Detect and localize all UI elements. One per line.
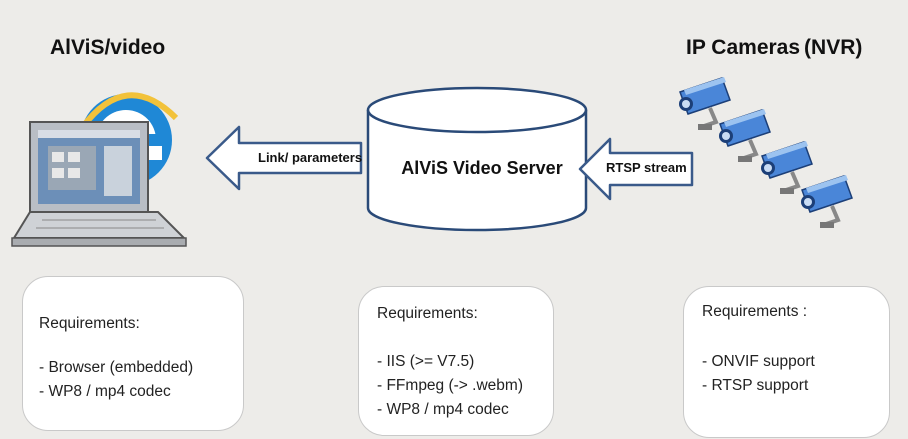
camera-requirements-box: Requirements : - ONVIF support - RTSP su…	[683, 286, 890, 438]
cameras-title: IP Cameras(NVR)	[686, 36, 862, 60]
camera-requirement-item: - ONVIF support	[702, 353, 815, 370]
server-requirement-item: - WP8 / mp4 codec	[377, 401, 509, 418]
server-requirement-item: - IIS (>= V7.5)	[377, 353, 475, 370]
camera-requirement-item: - RTSP support	[702, 377, 809, 394]
server-requirements-box: Requirements: - IIS (>= V7.5) - FFmpeg (…	[358, 286, 554, 436]
laptop-icon	[11, 92, 187, 247]
ip-camera-icon	[717, 107, 772, 164]
client-requirement-item: - WP8 / mp4 codec	[39, 383, 171, 400]
ip-camera-icon	[677, 75, 732, 132]
rtsp-arrow-label: RTSP stream	[606, 160, 687, 175]
ip-cameras-group	[677, 75, 854, 230]
client-requirement-item: - Browser (embedded)	[39, 359, 194, 376]
server-name: AlViS Video Server	[401, 158, 563, 178]
cameras-title-main: IP Cameras	[686, 36, 801, 59]
rtsp-arrow	[578, 137, 694, 201]
client-requirements-box: Requirements: - Browser (embedded) - WP8…	[22, 276, 244, 431]
cameras-title-suffix: (NVR)	[804, 36, 863, 59]
link-arrow	[205, 125, 363, 191]
server-cylinder-icon	[366, 86, 588, 232]
server-requirement-item: - FFmpeg (-> .webm)	[377, 377, 523, 394]
link-arrow-label: Link/ parameters	[258, 150, 363, 165]
ip-camera-icon	[759, 139, 814, 196]
client-requirements-title: Requirements:	[39, 315, 140, 332]
ip-camera-icon	[799, 173, 854, 230]
camera-requirements-title: Requirements :	[702, 303, 808, 320]
client-title: AlViS/video	[50, 36, 166, 59]
server-requirements-title: Requirements:	[377, 305, 478, 322]
